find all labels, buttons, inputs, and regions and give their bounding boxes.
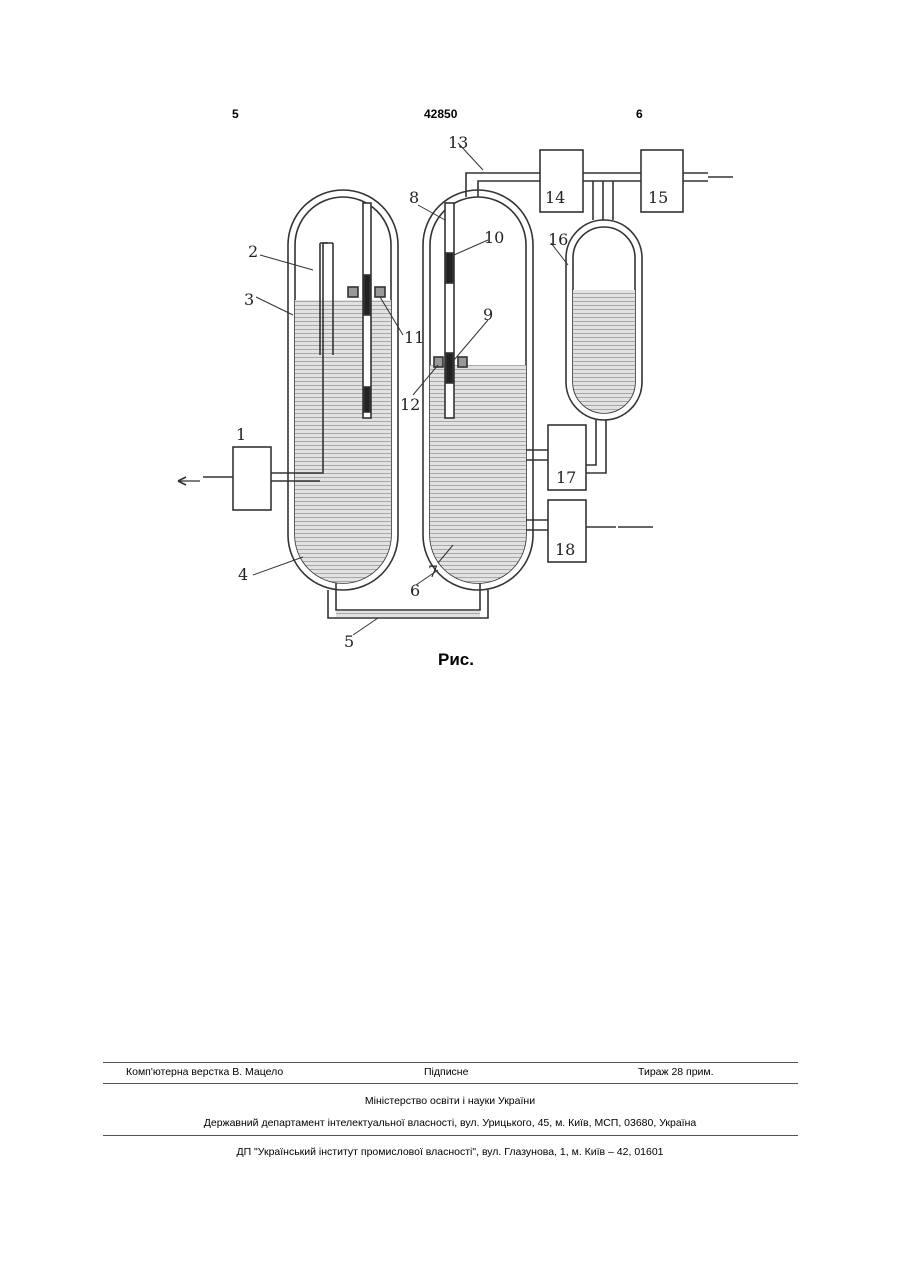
label-11: 11 bbox=[404, 328, 424, 347]
page-number-right: 6 bbox=[636, 107, 643, 121]
label-17: 17 bbox=[556, 468, 576, 487]
label-2: 2 bbox=[248, 242, 258, 261]
footer-department: Державний департамент інтелектуальної вл… bbox=[0, 1117, 900, 1129]
left-vessel-liquid bbox=[295, 300, 391, 583]
patent-number: 42850 bbox=[424, 107, 457, 121]
label-8: 8 bbox=[409, 188, 419, 207]
footer-rule-middle bbox=[103, 1083, 798, 1084]
label-5: 5 bbox=[344, 632, 354, 651]
footer-typesetting: Комп'ютерна верстка В. Мацело bbox=[126, 1066, 283, 1078]
label-18: 18 bbox=[555, 540, 575, 559]
label-6: 6 bbox=[410, 581, 420, 600]
label-1: 1 bbox=[236, 425, 246, 444]
label-3: 3 bbox=[244, 290, 254, 309]
label-10: 10 bbox=[484, 228, 504, 247]
block-1 bbox=[233, 447, 271, 510]
footer-rule-top bbox=[103, 1062, 798, 1063]
label-13: 13 bbox=[448, 133, 468, 152]
label-14: 14 bbox=[545, 188, 565, 207]
page-number-left: 5 bbox=[232, 107, 239, 121]
label-12: 12 bbox=[400, 395, 420, 414]
figure-caption: Рис. bbox=[438, 650, 474, 670]
label-15: 15 bbox=[648, 188, 668, 207]
footer-rule-bottom bbox=[103, 1135, 798, 1136]
footer-ministry: Міністерство освіти і науки України bbox=[0, 1095, 900, 1107]
footer-print-run: Тираж 28 прим. bbox=[638, 1066, 714, 1078]
apparatus-diagram: 1 2 3 4 5 6 7 8 9 10 11 12 13 14 15 16 1… bbox=[148, 125, 768, 670]
label-7: 7 bbox=[428, 562, 438, 581]
label-16: 16 bbox=[548, 230, 568, 249]
footer-signed: Підписне bbox=[424, 1066, 468, 1078]
small-vessel-liquid bbox=[573, 290, 635, 413]
footer-institute: ДП "Український інститут промислової вла… bbox=[0, 1146, 900, 1158]
label-4: 4 bbox=[238, 565, 248, 584]
label-9: 9 bbox=[483, 305, 493, 324]
